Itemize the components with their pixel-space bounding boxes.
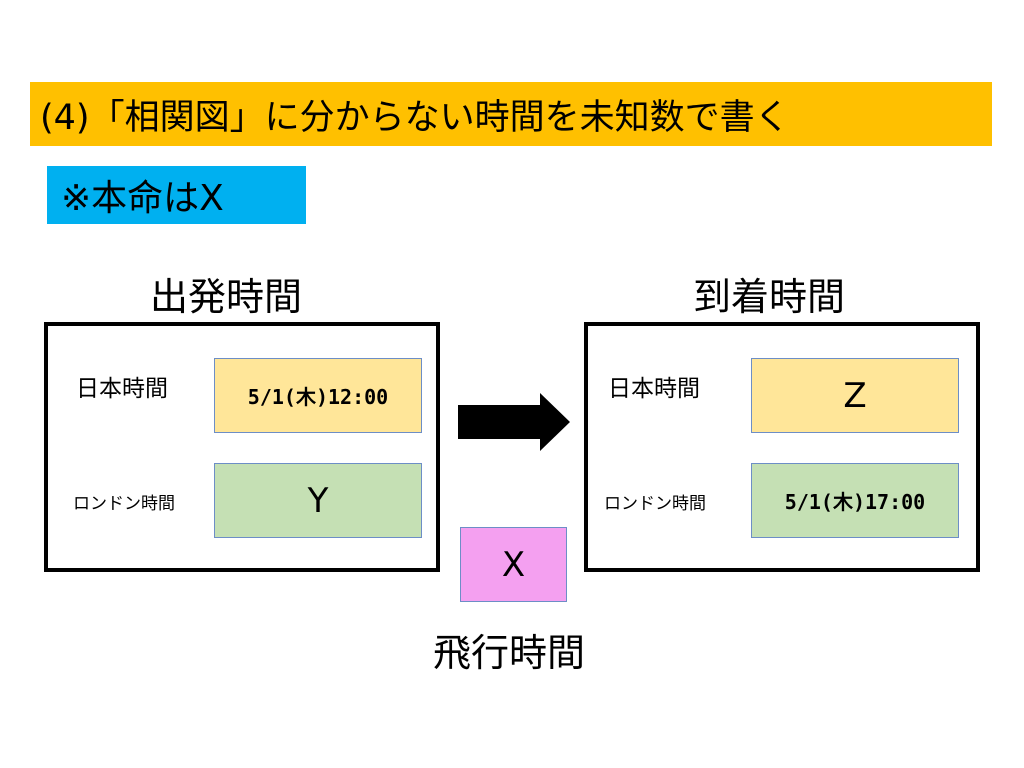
departure-japan-label: 日本時間 <box>76 376 168 402</box>
departure-heading: 出発時間 <box>150 275 303 319</box>
right-arrow-icon <box>458 393 570 451</box>
flight-time-cell: X <box>460 527 567 602</box>
arrival-japan-label: 日本時間 <box>608 376 700 402</box>
departure-london-cell: Y <box>214 463 422 538</box>
arrival-london-label: ロンドン時間 <box>604 494 706 514</box>
departure-london-label: ロンドン時間 <box>73 494 175 514</box>
slide-title: (4)「相関図」に分からない時間を未知数で書く <box>30 82 992 146</box>
note-box: ※本命はX <box>47 166 306 224</box>
arrival-london-cell: 5/1(木)17:00 <box>751 463 959 538</box>
arrival-heading: 到着時間 <box>693 275 846 319</box>
flight-time-label: 飛行時間 <box>433 631 586 675</box>
departure-japan-cell: 5/1(木)12:00 <box>214 358 422 433</box>
arrival-japan-cell: Z <box>751 358 959 433</box>
